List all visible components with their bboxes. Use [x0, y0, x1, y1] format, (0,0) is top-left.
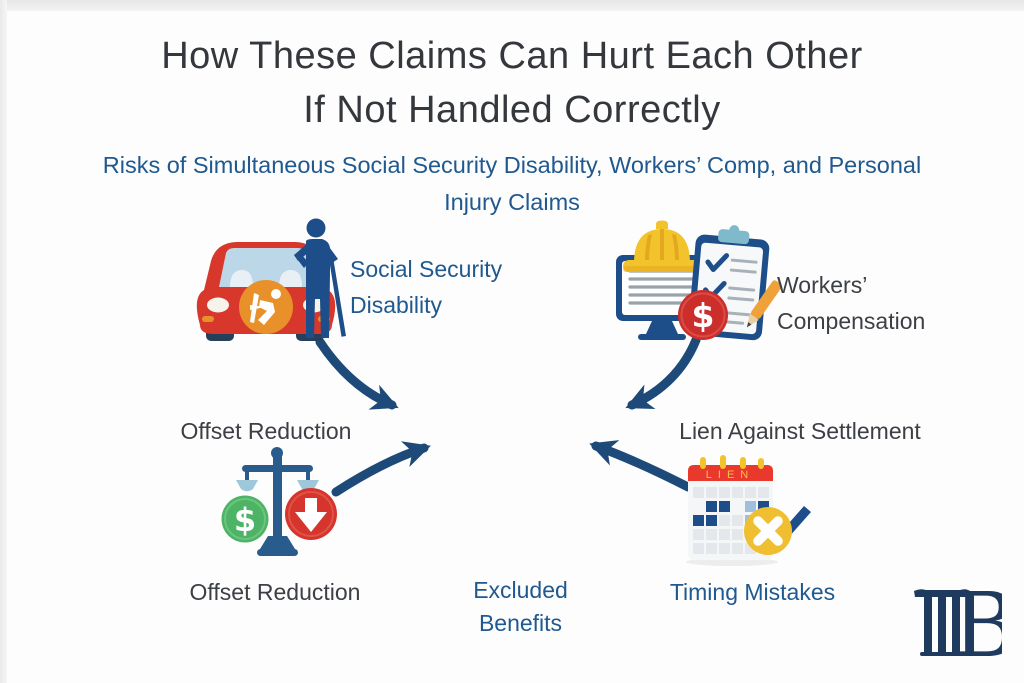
ssd-label-line1: Social Security — [350, 256, 503, 282]
disabled-person-with-cane-icon — [294, 218, 346, 338]
dollar-sign-glyph: $ — [692, 296, 715, 335]
monitor-hardhat-clipboard-money-icon: $ — [616, 220, 782, 341]
balance-scale-icon — [236, 447, 319, 556]
label-offset-reduction-upper: Offset Reduction — [180, 418, 352, 444]
arrow-offset-to-center — [331, 441, 431, 497]
car-accident-disabled-person-icon — [196, 218, 346, 341]
arrow-ssd-to-center — [315, 337, 399, 410]
benefit-decrease-circle-icon — [285, 488, 337, 540]
arrow-wc-to-lien — [625, 335, 701, 410]
frame-edge-top — [0, 0, 1024, 11]
label-lien-against-settlement: Lien Against Settlement — [679, 418, 921, 444]
excluded-benefits-line2: Benefits — [478, 610, 563, 636]
page-title-line2: If Not Handled Correctly — [303, 89, 721, 131]
excluded-benefits-line1: Excluded — [473, 577, 568, 603]
tb-monogram-logo: B — [912, 573, 1017, 677]
logo-letter-b: B — [952, 586, 1002, 666]
calendar-header-text: LIEN — [706, 469, 754, 481]
pencil-icon — [746, 280, 782, 328]
ssd-label-line2: Disability — [350, 292, 443, 318]
page-title: How These Claims Can Hurt Each Other If … — [0, 29, 1024, 137]
money-circle-icon: $ — [678, 290, 728, 340]
page-title-line1: How These Claims Can Hurt Each Other — [161, 35, 863, 77]
hard-hat-icon — [623, 220, 701, 272]
label-timing-mistakes: Timing Mistakes — [669, 579, 836, 605]
label-workers-compensation: Workers’ Compensation — [777, 267, 925, 339]
arrow-timing-to-center — [589, 440, 693, 492]
label-excluded-benefits: Excluded Benefits — [433, 574, 608, 640]
dollar-sign-glyph: $ — [234, 501, 256, 539]
error-circle-icon — [744, 507, 792, 555]
label-offset-reduction-lower: Offset Reduction — [189, 579, 361, 605]
frame-edge-left — [0, 0, 7, 683]
money-gain-circle-icon: $ — [221, 495, 269, 543]
balance-scale-money-decrease-icon: $ — [221, 447, 337, 556]
page-subtitle: Risks of Simultaneous Social Security Di… — [0, 147, 1024, 221]
calendar-deadline-error-icon: LIEN — [686, 455, 811, 566]
page-subtitle-line1: Risks of Simultaneous Social Security Di… — [102, 152, 922, 178]
injury-badge-icon — [239, 280, 293, 334]
wc-label-line1: Workers’ — [777, 272, 868, 298]
monogram-glyph: B — [914, 573, 1017, 677]
wc-label-line2: Compensation — [777, 308, 926, 334]
page-subtitle-line2: Injury Claims — [444, 189, 580, 215]
label-social-security-disability: Social Security Disability — [350, 251, 502, 323]
